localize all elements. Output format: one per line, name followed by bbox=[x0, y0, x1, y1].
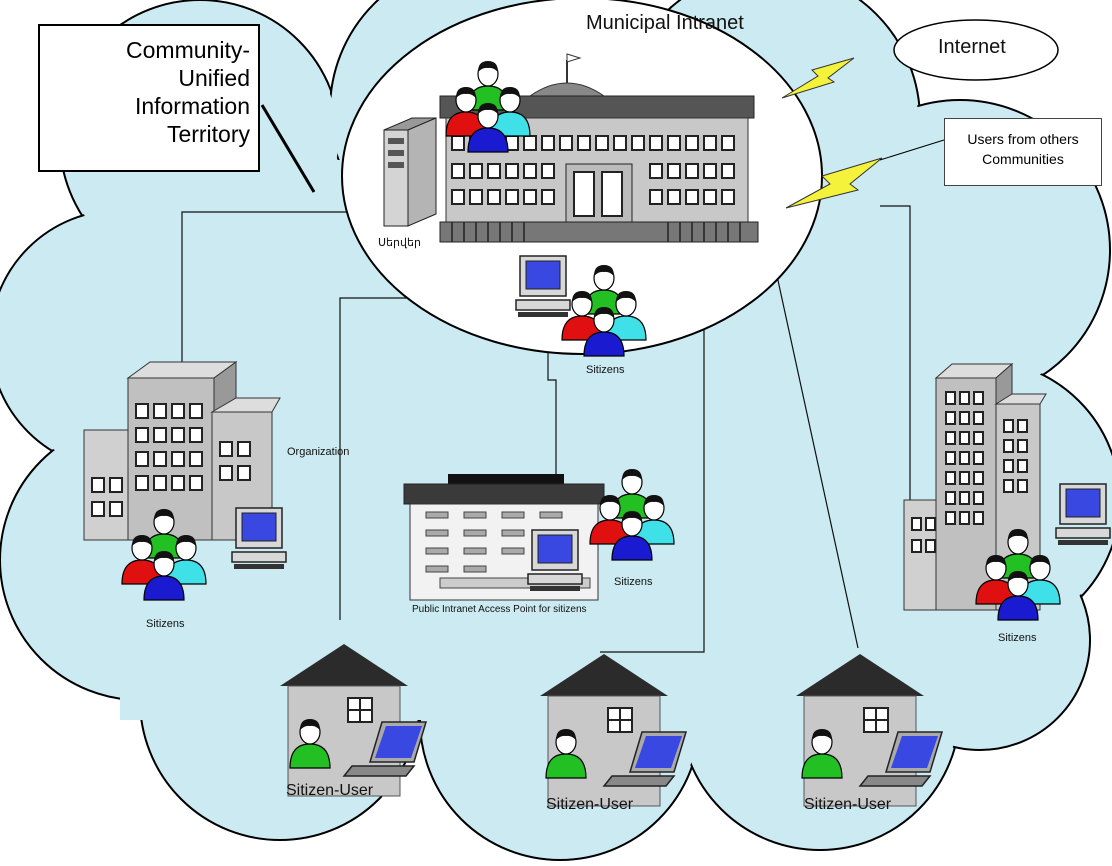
organization-computer-icon bbox=[231, 507, 287, 570]
internet-lightning-icon bbox=[781, 57, 855, 99]
right-computer-icon bbox=[1055, 483, 1111, 546]
server-icon bbox=[383, 117, 437, 227]
organization-label: Organization bbox=[287, 446, 350, 458]
sitizen-user-1-label: Sitizen-User bbox=[286, 782, 374, 799]
internet-ellipse bbox=[893, 19, 1059, 81]
other-communities-label: Users from others Communities bbox=[967, 131, 1079, 167]
access-point-computer-icon bbox=[527, 529, 583, 592]
server-label: Սերվեր bbox=[378, 237, 421, 249]
other-communities-box: Users from others Communities bbox=[944, 118, 1102, 186]
sitizens-center-label: Sitizens bbox=[586, 364, 625, 376]
right-building-icon bbox=[903, 362, 1047, 611]
title-pointer bbox=[260, 104, 316, 193]
access-point-label: Public Intranet Access Point for sitizen… bbox=[412, 604, 587, 615]
communities-lightning-icon bbox=[785, 157, 883, 209]
sitizens-access-label: Sitizens bbox=[614, 576, 653, 588]
sitizen-user-2-label: Sitizen-User bbox=[546, 796, 634, 813]
internet-label: Internet bbox=[938, 36, 1006, 58]
sitizens-right-label: Sitizens bbox=[998, 632, 1037, 644]
sitizen-user-3-label: Sitizen-User bbox=[804, 796, 892, 813]
desktop-computer-icon bbox=[515, 255, 571, 318]
intranet-label: Municipal Intranet bbox=[586, 12, 744, 34]
sitizens-left-label: Sitizens bbox=[146, 618, 185, 630]
title-box: Community- Unified Information Territory bbox=[38, 24, 260, 172]
title-text: Community- Unified Information Territory bbox=[126, 37, 250, 147]
